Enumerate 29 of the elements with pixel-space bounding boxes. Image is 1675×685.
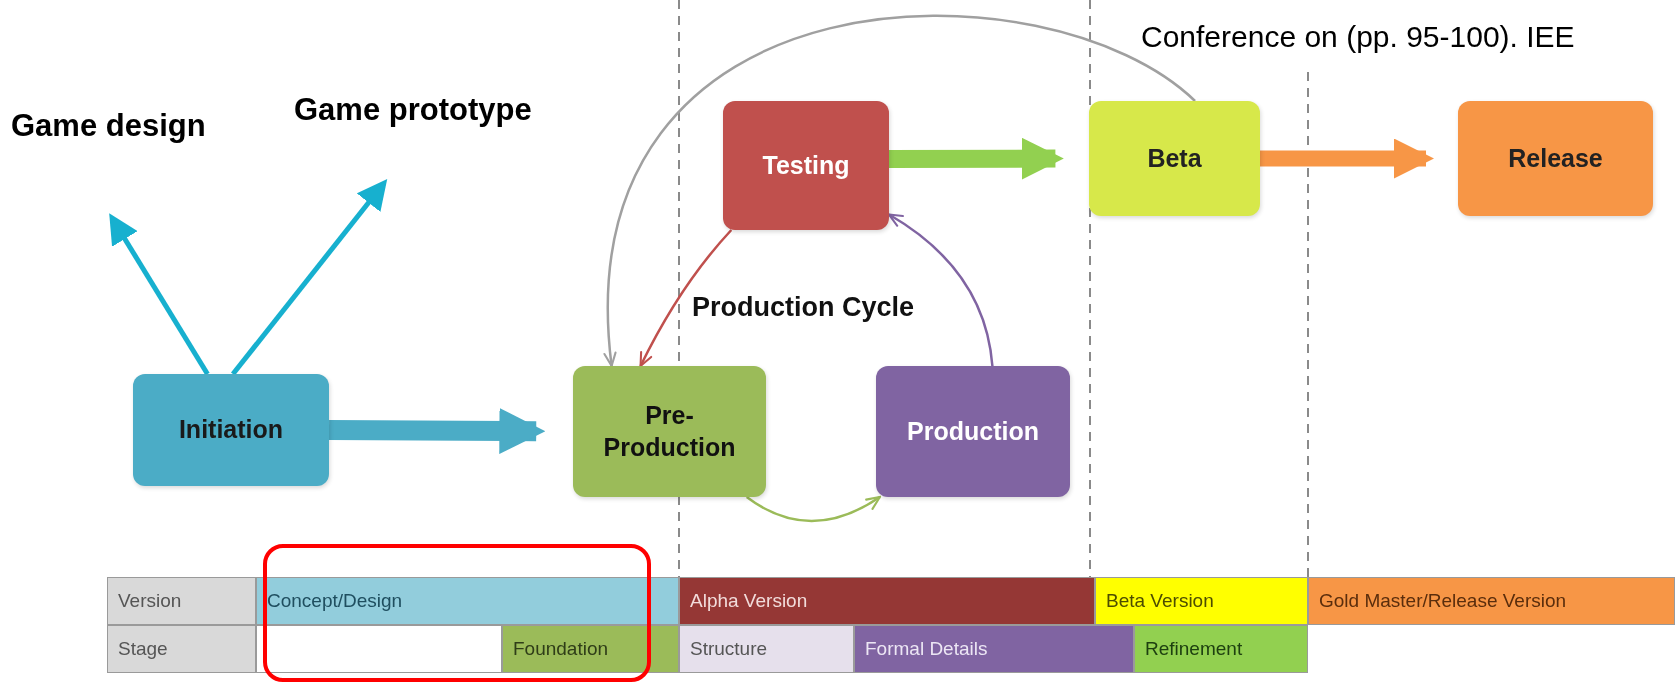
curved-arrow <box>109 213 210 376</box>
process-box: Initiation <box>133 374 329 486</box>
process-box: Release <box>1458 101 1653 216</box>
curved-arrow <box>231 179 388 376</box>
table-cell: Structure <box>679 625 854 673</box>
table-cell: Foundation <box>502 625 679 673</box>
block-arrow <box>1260 138 1434 179</box>
curved-arrow <box>887 213 994 367</box>
curved-arrow <box>604 15 1196 368</box>
table-cell: Alpha Version <box>679 577 1095 625</box>
process-box: Pre- Production <box>573 366 766 497</box>
cycle-label: Production Cycle <box>692 292 915 323</box>
heading-label: Game design <box>11 108 251 198</box>
process-box: Beta <box>1089 101 1260 216</box>
table-cell: Concept/Design <box>256 577 679 625</box>
table-cell: Formal Details <box>854 625 1134 673</box>
curved-arrow <box>746 495 881 523</box>
reference-note: Conference on (pp. 95-100). IEE <box>1141 20 1575 54</box>
table-cell: Version <box>107 577 256 625</box>
table-cell: Beta Version <box>1095 577 1308 625</box>
table-cell: Refinement <box>1134 625 1308 673</box>
curved-arrow <box>639 229 733 368</box>
table-cell: Gold Master/Release Version <box>1308 577 1675 625</box>
process-box: Production <box>876 366 1070 497</box>
heading-label: Game prototype <box>294 92 584 165</box>
table-cell: Stage <box>107 625 256 673</box>
block-arrow <box>888 137 1064 180</box>
process-box: Testing <box>723 101 889 230</box>
block-arrow <box>328 408 546 455</box>
